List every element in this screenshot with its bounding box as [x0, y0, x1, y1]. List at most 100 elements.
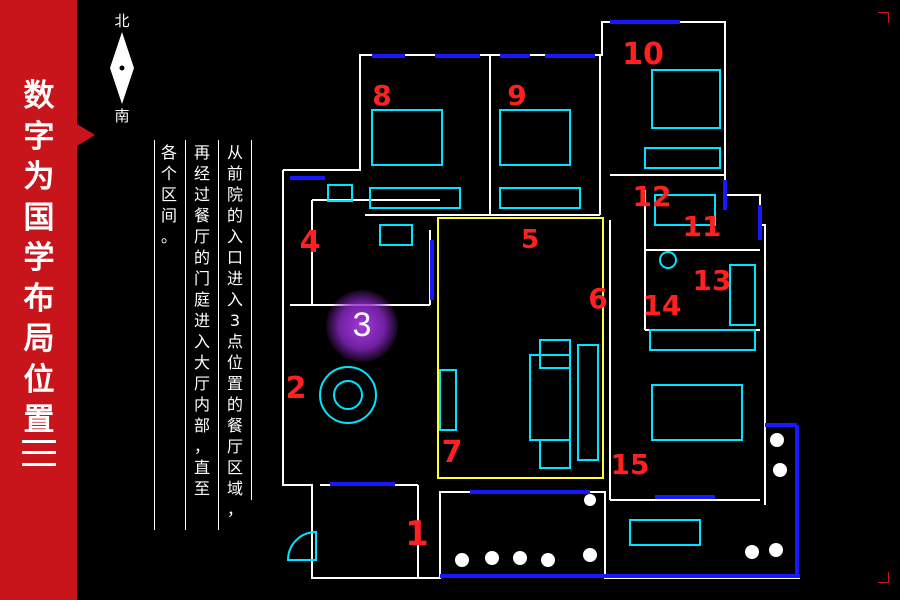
compass-south-label: 南	[114, 107, 130, 125]
living-room-outline	[437, 217, 604, 479]
description-char: 口	[226, 248, 243, 267]
description-char: 间	[160, 206, 177, 225]
description-char: 庭	[193, 290, 210, 309]
door-swing	[286, 530, 317, 561]
room-number-15: 15	[611, 448, 650, 481]
frame-corner	[878, 572, 889, 583]
description-char: 域	[226, 479, 243, 498]
room-number-13: 13	[693, 264, 732, 297]
position-marker	[326, 290, 398, 362]
room-number-11: 11	[683, 210, 722, 243]
bed	[371, 109, 443, 166]
title-char: 国	[23, 199, 55, 236]
room-number-9: 9	[507, 79, 526, 112]
description-char: 入	[226, 290, 243, 309]
description-char: 再	[193, 143, 210, 162]
description-char: 的	[193, 248, 210, 267]
description-char: 前	[226, 164, 243, 183]
shower	[654, 194, 716, 226]
sink	[379, 224, 413, 246]
description-char: 内	[193, 395, 210, 414]
description-char: 直	[193, 458, 210, 477]
description-column-3: 各个区间。	[156, 142, 182, 247]
description-char: 院	[226, 185, 243, 204]
description-char: 餐	[226, 416, 243, 435]
description-char: 进	[226, 269, 243, 288]
wardrobe	[644, 147, 721, 169]
description-char: 部	[193, 416, 210, 435]
page-title: 数字为国学布局位置	[18, 76, 60, 441]
description-char: 进	[193, 311, 210, 330]
room-number-4: 4	[300, 225, 321, 260]
description-char: 置	[226, 374, 243, 393]
description-char: 点	[226, 332, 243, 351]
frame-corner	[878, 12, 889, 23]
title-char: 数	[23, 78, 55, 114]
bed	[651, 69, 721, 129]
wardrobe	[649, 329, 756, 351]
description-char: 餐	[193, 206, 210, 225]
title-char: 布	[23, 280, 55, 317]
description-char: ，	[226, 500, 243, 519]
title-char: 置	[23, 402, 55, 438]
description-char: 各	[160, 143, 177, 162]
description-char: 门	[193, 269, 210, 288]
room-number-5: 5	[521, 225, 539, 255]
room-number-10: 10	[622, 37, 664, 72]
room-number-3: 3	[352, 306, 372, 344]
stove	[327, 184, 353, 202]
compass: 北 南	[100, 10, 144, 130]
description-char: 厅	[193, 227, 210, 246]
wardrobe	[369, 187, 461, 209]
description-char: 入	[193, 332, 210, 351]
bathtub	[729, 264, 756, 326]
compass-north-label: 北	[114, 12, 130, 30]
title-char: 局	[23, 321, 55, 357]
dining-table	[319, 366, 377, 424]
title-char: 位	[23, 361, 55, 398]
description-char: 位	[226, 353, 243, 372]
description-char: 从	[226, 143, 243, 162]
room-number-1: 1	[405, 514, 429, 554]
sidebar-panel	[0, 0, 77, 600]
description-column-2: 再经过餐厅的门庭进入大厅内部，直至	[189, 142, 215, 499]
room-number-14: 14	[643, 289, 682, 322]
toilet	[659, 251, 677, 269]
compass-needle-icon	[110, 32, 134, 104]
room-number-7: 7	[442, 435, 463, 470]
description-char: 个	[160, 164, 177, 183]
description-char: 的	[226, 206, 243, 225]
description-char: 的	[226, 395, 243, 414]
tv-cabinet	[439, 369, 457, 431]
description-char: 区	[226, 458, 243, 477]
description-char: 经	[193, 164, 210, 183]
description-char: 大	[193, 353, 210, 372]
room-number-6: 6	[588, 282, 607, 315]
room-number-12: 12	[633, 180, 672, 213]
description-char: 区	[160, 185, 177, 204]
triple-bar-icon	[22, 440, 56, 466]
description-char: 入	[226, 227, 243, 246]
description-char: ，	[193, 437, 210, 456]
bed	[651, 384, 743, 441]
column-divider	[154, 140, 155, 530]
armchair	[539, 339, 571, 369]
armchair	[539, 439, 571, 469]
title-char: 学	[23, 240, 55, 276]
sidebar-pointer	[77, 124, 95, 146]
column-divider	[185, 140, 186, 530]
description-char: 厅	[193, 374, 210, 393]
column-divider	[251, 140, 252, 500]
column-divider	[218, 140, 219, 530]
bed	[499, 109, 571, 166]
room-number-8: 8	[372, 79, 391, 112]
description-char: 厅	[226, 437, 243, 456]
description-char: 至	[193, 479, 210, 498]
outdoor-table	[629, 519, 701, 546]
room-number-2: 2	[286, 371, 307, 406]
description-char: 3	[229, 311, 241, 330]
wardrobe	[499, 187, 581, 209]
description-char: 过	[193, 185, 210, 204]
